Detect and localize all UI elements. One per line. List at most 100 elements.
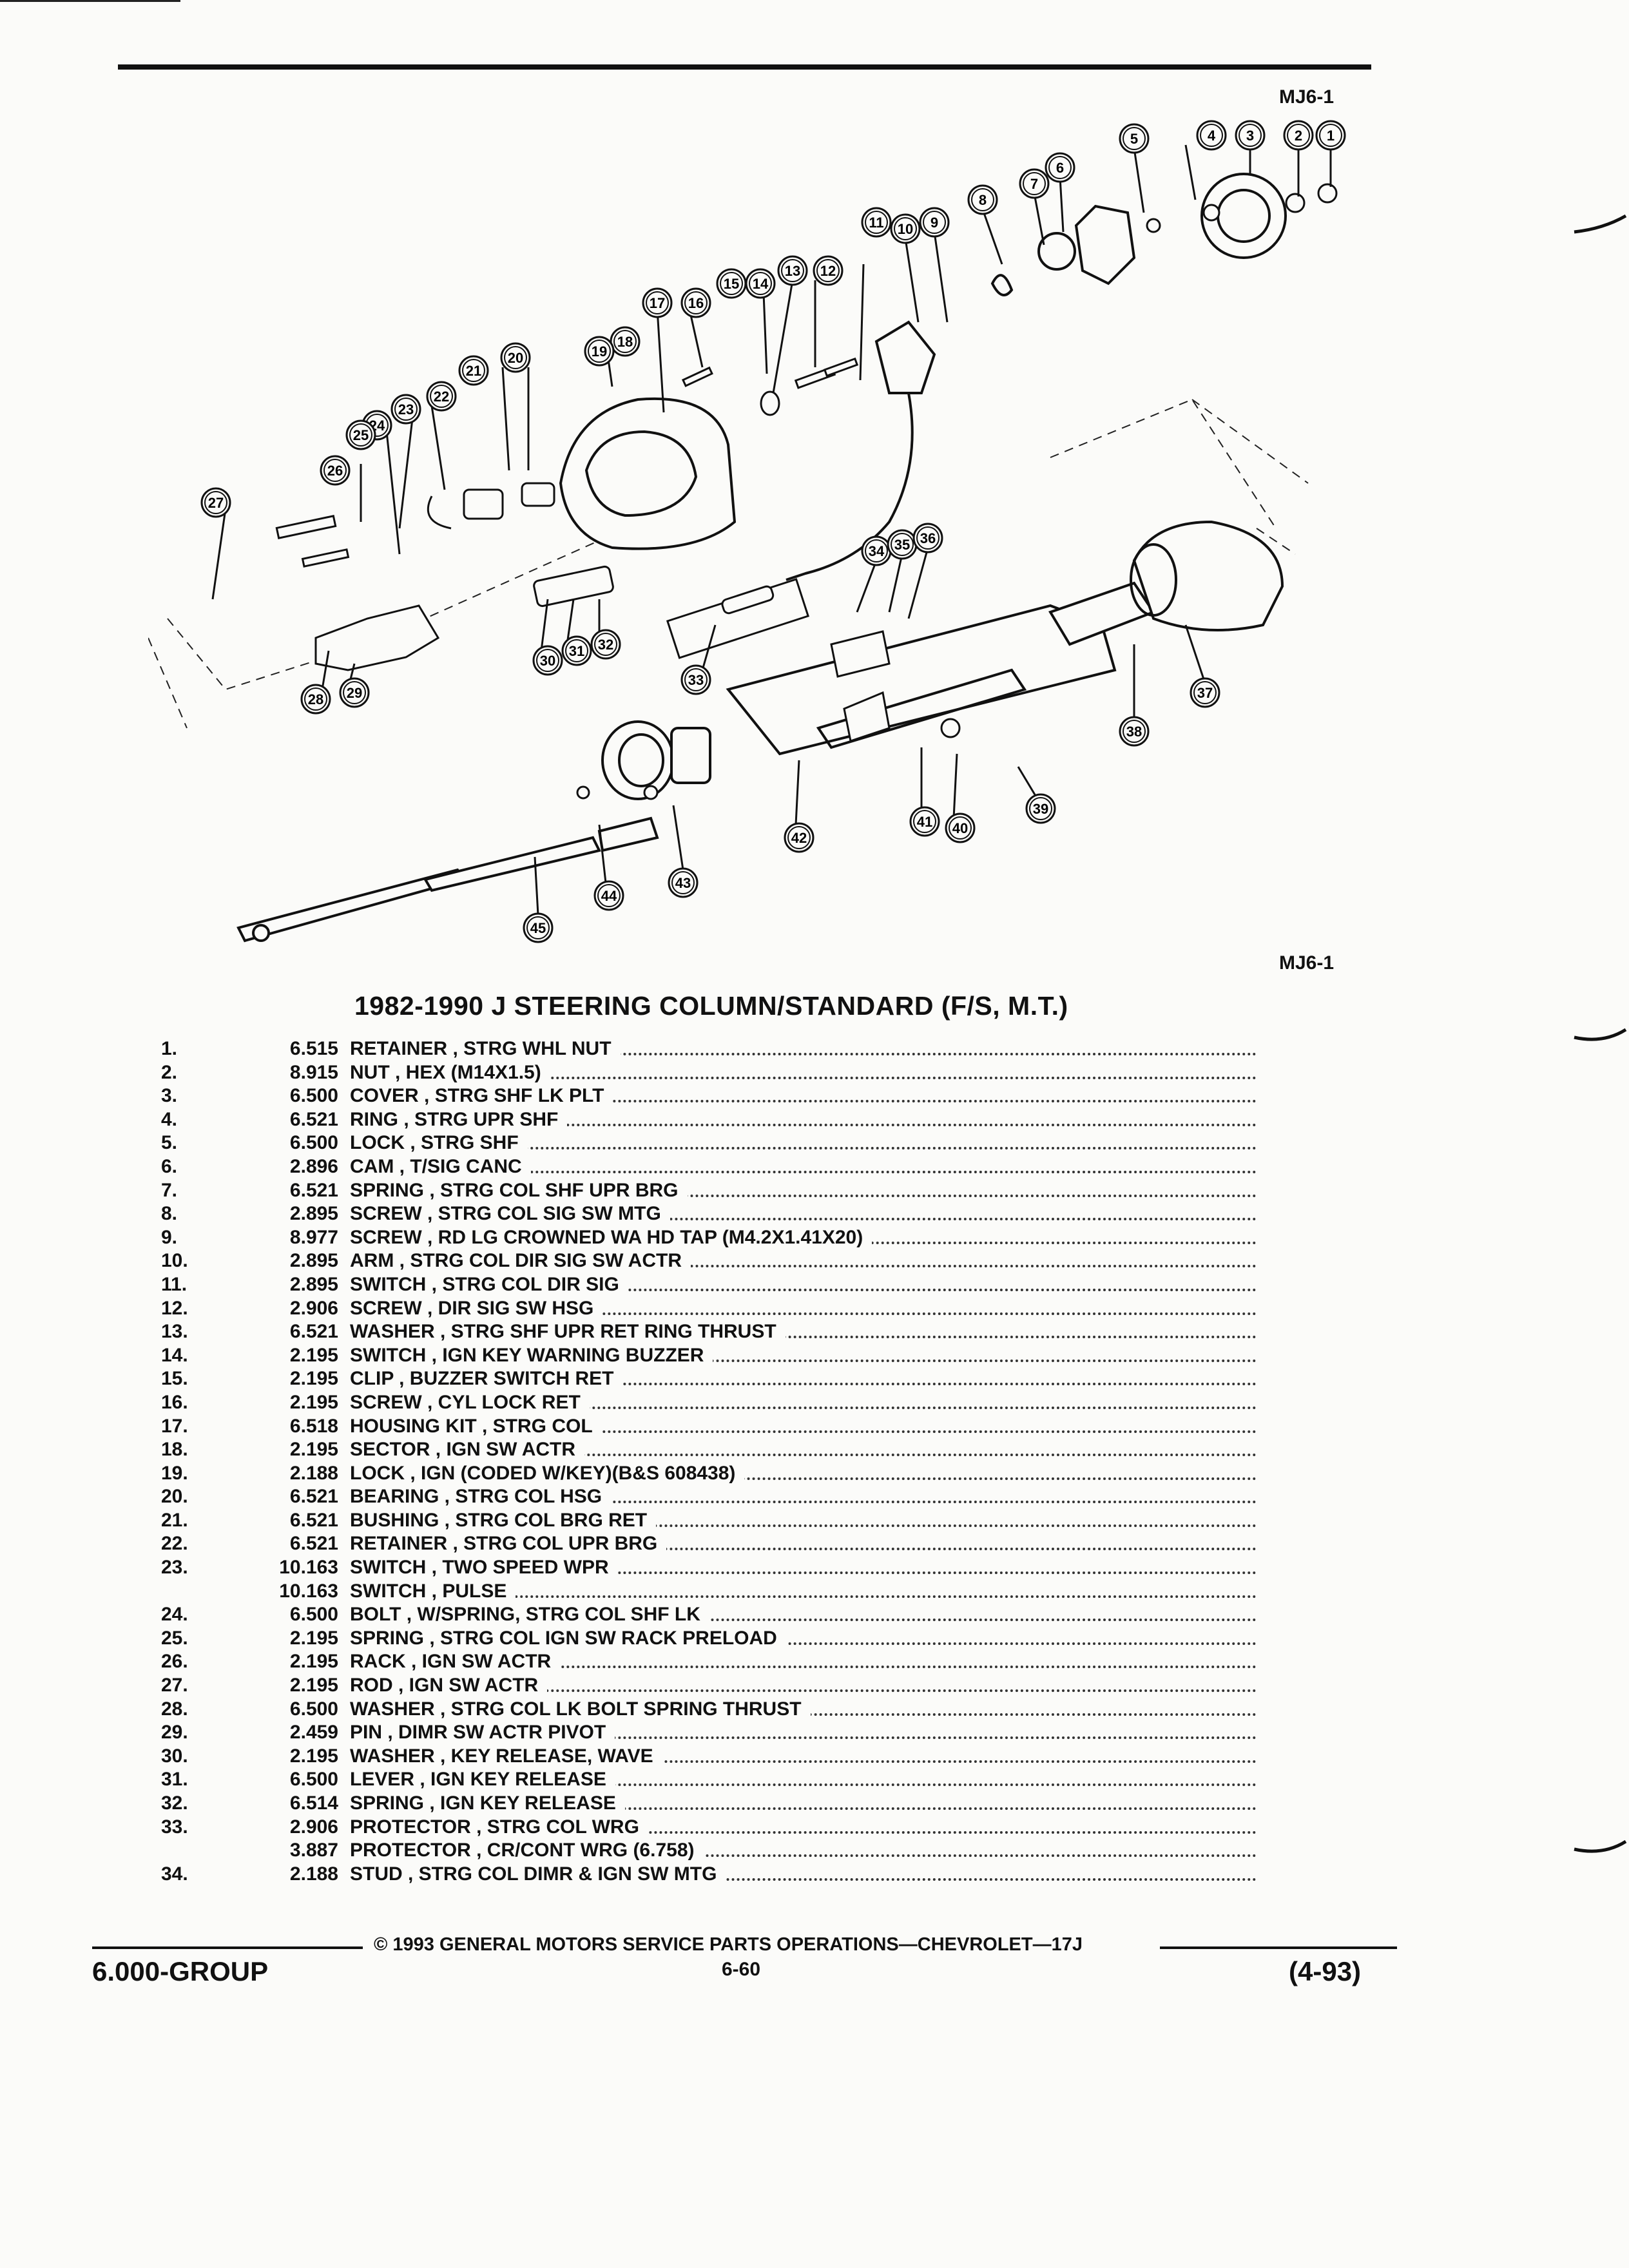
footer-rule (1160, 1946, 1397, 1949)
part-group-code: 6.518 (289, 1415, 338, 1437)
part-group-code: 2.195 (289, 1745, 338, 1767)
part-description: CAM , T/SIG CANC (350, 1155, 531, 1177)
part-description-cell: SCREW , RD LG CROWNED WA HD TAP (M4.2X1.… (350, 1226, 1257, 1249)
part-description: SCREW , CYL LOCK RET (350, 1391, 590, 1413)
small-parts (275, 183, 1338, 800)
part-group-code: 6.500 (289, 1132, 338, 1154)
part-description-cell: LEVER , IGN KEY RELEASE (350, 1768, 1257, 1791)
callout-label: 3 (1246, 128, 1254, 144)
part-number: 1. (161, 1038, 178, 1059)
margin-mark (1574, 1840, 1627, 1853)
part-description: NUT , HEX (M14X1.5) (350, 1061, 550, 1083)
part-description-cell: WASHER , KEY RELEASE, WAVE (350, 1745, 1257, 1768)
callout-label: 45 (530, 920, 546, 936)
callout-32: 32 (590, 629, 621, 660)
callout-41: 41 (909, 806, 940, 837)
callout-label: 31 (569, 643, 584, 659)
callout-label: 17 (650, 295, 665, 311)
column-shroud (1130, 520, 1284, 631)
callout-label: 27 (208, 495, 224, 511)
footer-rule (92, 1946, 363, 1949)
part-description: RACK , IGN SW ACTR (350, 1651, 561, 1673)
part-description: PIN , DIMR SW ACTR PIVOT (350, 1722, 615, 1744)
column-jacket (726, 581, 1156, 756)
part-description-cell: RETAINER , STRG WHL NUT (350, 1037, 1257, 1061)
part-description: SWITCH , STRG COL DIR SIG (350, 1273, 628, 1295)
callout-label: 23 (398, 401, 414, 418)
callout-40: 40 (945, 812, 976, 843)
callout-label: 10 (898, 221, 913, 237)
callout-34: 34 (861, 535, 892, 566)
part-description-cell: WASHER , STRG SHF UPR RET RING THRUST (350, 1320, 1257, 1343)
part-group-code: 8.915 (289, 1061, 338, 1083)
part-group-code: 6.521 (289, 1179, 338, 1201)
part-group-code: 10.163 (279, 1580, 338, 1602)
part-description-cell: LOCK , STRG SHF (350, 1131, 1257, 1155)
part-description: PROTECTOR , CR/CONT WRG (6.758) (350, 1840, 704, 1861)
callout-label: 18 (617, 334, 633, 350)
callout-label: 5 (1130, 131, 1138, 147)
callout-5: 5 (1119, 123, 1150, 154)
part-group-code: 2.895 (289, 1273, 338, 1295)
part-group-code: 2.188 (289, 1863, 338, 1885)
scan-edge-line (0, 0, 180, 2)
callout-29: 29 (339, 677, 370, 708)
part-group-code: 6.500 (289, 1769, 338, 1791)
footer-group-label: 6.000-GROUP (92, 1956, 269, 1986)
part-description-cell: ARM , STRG COL DIR SIG SW ACTR (350, 1249, 1257, 1273)
part-group-code: 6.521 (289, 1509, 338, 1531)
part-description-cell: PROTECTOR , CR/CONT WRG (6.758) (350, 1839, 1257, 1862)
turn-signal-switch (786, 320, 936, 581)
part-group-code: 2.195 (289, 1651, 338, 1673)
part-description: COVER , STRG SHF LK PLT (350, 1085, 613, 1107)
part-description-cell: RETAINER , STRG COL UPR BRG (350, 1532, 1257, 1555)
figure-code-bottom: MJ6-1 (1279, 952, 1335, 974)
callout-10: 10 (890, 213, 921, 244)
parts-list-row: 26. 2.195 RACK , IGN SW ACTR (161, 1650, 1257, 1674)
callout-label: 12 (820, 263, 836, 279)
part-description: RING , STRG UPR SHF (350, 1108, 568, 1130)
part-description: SCREW , STRG COL SIG SW MTG (350, 1203, 670, 1225)
callout-label: 34 (869, 543, 885, 559)
callout-label: 29 (347, 685, 362, 701)
callout-19: 19 (584, 336, 615, 367)
part-description: HOUSING KIT , STRG COL (350, 1415, 602, 1437)
part-description-cell: SWITCH , IGN KEY WARNING BUZZER (350, 1344, 1257, 1367)
part-number: 29. (161, 1722, 188, 1744)
callout-4: 4 (1196, 120, 1227, 151)
part-description: RETAINER , STRG COL UPR BRG (350, 1533, 667, 1555)
part-description-cell: RACK , IGN SW ACTR (350, 1650, 1257, 1673)
callout-label: 7 (1030, 176, 1038, 192)
part-number: 14. (161, 1344, 188, 1366)
callout-3: 3 (1235, 120, 1266, 151)
part-description: SWITCH , IGN KEY WARNING BUZZER (350, 1344, 713, 1366)
part-description: WASHER , KEY RELEASE, WAVE (350, 1745, 662, 1767)
part-group-code: 6.521 (289, 1533, 338, 1555)
footer-copyright: © 1993 GENERAL MOTORS SERVICE PARTS OPER… (374, 1934, 1083, 1955)
part-description: SWITCH , PULSE (350, 1580, 516, 1602)
part-description-cell: COVER , STRG SHF LK PLT (350, 1084, 1257, 1108)
part-group-code: 6.521 (289, 1108, 338, 1130)
part-description-cell: NUT , HEX (M14X1.5) (350, 1061, 1257, 1084)
callout-18: 18 (610, 326, 641, 357)
part-number: 3. (161, 1085, 178, 1107)
part-description: BEARING , STRG COL HSG (350, 1486, 612, 1508)
part-group-code: 3.887 (289, 1840, 338, 1861)
callout-label: 14 (753, 276, 769, 292)
callout-label: 22 (434, 389, 449, 405)
callout-label: 9 (930, 215, 938, 231)
part-description-cell: WASHER , STRG COL LK BOLT SPRING THRUST (350, 1698, 1257, 1721)
callout-group: 1234567891011121314151617181920212223242… (200, 120, 1346, 943)
part-number: 26. (161, 1651, 188, 1673)
